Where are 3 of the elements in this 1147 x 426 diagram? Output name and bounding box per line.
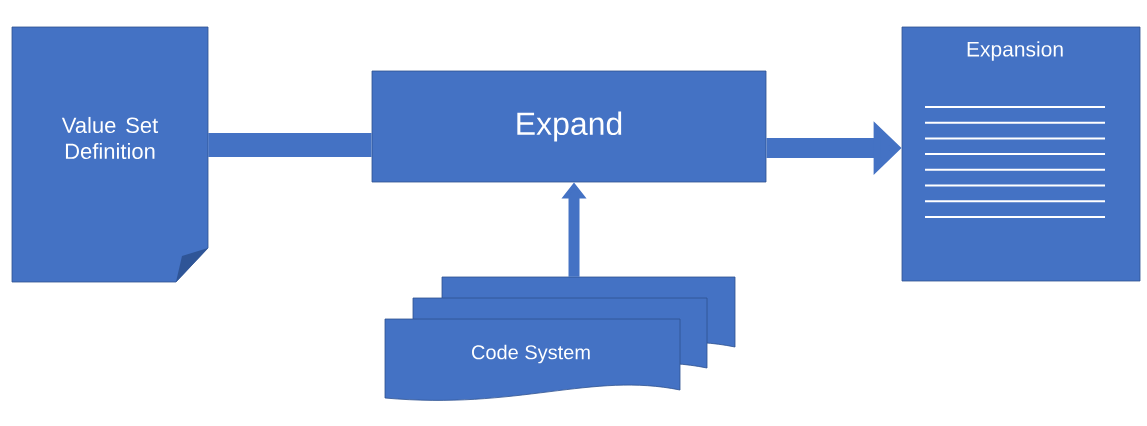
document-stack: Code System bbox=[384, 276, 736, 401]
list-document: Expansion bbox=[901, 26, 1141, 282]
process-box: Expand bbox=[371, 70, 767, 183]
